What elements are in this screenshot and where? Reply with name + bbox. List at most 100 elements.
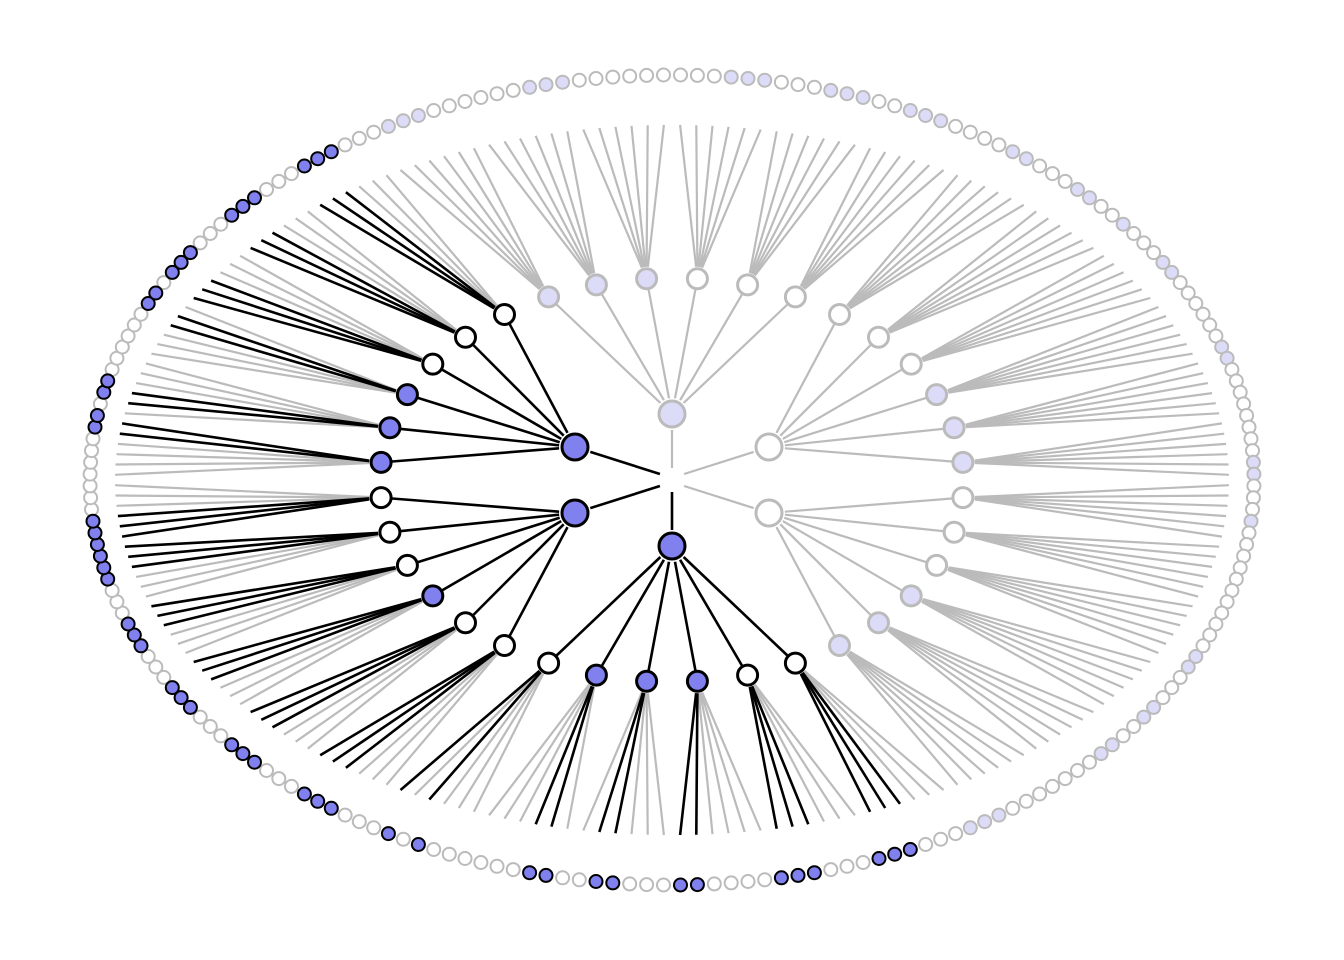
leaf-node [1005,144,1021,160]
leaf-edge [177,568,397,645]
leaf-node [1045,778,1060,794]
leaf-node [489,858,505,874]
level2-node [395,553,419,577]
leaf-node [902,842,918,857]
leaf-node [323,144,339,160]
leaf-edge [849,203,1025,310]
leaf-node [1032,158,1048,174]
leaf-node [689,67,705,83]
leaf-edge [319,203,495,310]
leaf-edge [295,217,457,332]
leaf-node [538,77,554,93]
level2-edge [784,447,952,463]
leaf-edge [319,650,495,757]
leaf-node [1195,306,1211,322]
leaf-node [1146,699,1162,715]
leaf-node [605,875,621,891]
leaf-edge [847,653,973,781]
leaf-node [639,877,655,893]
level2-edge [779,523,872,616]
leaf-node [887,98,903,114]
leaf-node [1202,317,1218,333]
leaf-edge [121,498,370,538]
leaf-edge [701,129,762,269]
leaf-node [538,867,554,883]
leaf-node [85,513,101,529]
level2-edge [673,289,697,399]
leaf-edge [385,653,498,786]
leaf-edge [801,155,901,288]
leaf-node [522,865,538,881]
level2-node [454,325,477,349]
leaf-node [164,264,180,280]
leaf-edge [131,391,379,428]
leaf-edge [921,271,1125,361]
leaf-edge [519,685,592,823]
leaf-edge [698,692,730,834]
level2-node [635,669,659,693]
leaf-node [1093,198,1109,214]
leaf-node [673,67,688,83]
leaf-node [426,103,442,118]
leaf-node [173,690,189,706]
leaf-node [473,855,489,870]
level2-edge [472,523,565,616]
leaf-edge [472,147,545,287]
leaf-edge [201,288,422,362]
leaf-edge [614,692,646,834]
leaf-edge [250,626,455,714]
leaf-node [555,870,571,886]
level2-node [867,611,890,635]
leaf-node [918,837,934,852]
level1-node [560,498,590,528]
level2-edge [682,556,789,657]
leaf-node [489,86,505,102]
leaf-edge [751,135,810,275]
leaf-edge [163,566,397,627]
leaf-node [156,275,172,291]
leaf-node [1202,627,1218,643]
leaf-edge [974,422,1223,462]
leaf-edge [802,159,916,289]
leaf-edge [550,133,595,274]
leaf-edge [974,484,1229,499]
leaf-edge [754,144,856,277]
leaf-node [1136,709,1152,725]
leaf-edge [260,626,456,721]
leaf-edge [121,422,370,462]
leaf-node [1195,638,1211,654]
leaf-edge [701,691,762,831]
leaf-edge [699,692,746,833]
leaf-node [977,814,993,830]
leaf-edge [974,497,1227,518]
level2-edge [555,556,662,657]
leaf-edge [534,685,594,825]
leaf-node [1045,166,1060,182]
leaf-node [757,872,773,888]
leaf-node [839,86,855,102]
level2-edge [784,427,944,447]
leaf-edge [239,254,423,360]
leaf-node [140,296,156,311]
leaf-node [120,328,136,344]
leaf-edge [965,362,1199,426]
dim-nodes-layer [82,67,1262,893]
leaf-node [213,728,229,744]
leaf-edge [428,671,542,801]
level2-node [736,663,760,687]
leaf-node [366,124,382,140]
leaf-edge [472,673,545,813]
leaf-edge [965,532,1216,558]
leaf-edge [385,174,498,307]
leaf-edge [847,179,973,307]
leaf-edge [630,693,647,835]
leaf-edge [135,533,379,578]
leaf-node [773,870,789,886]
leaf-edge [800,672,887,809]
leaf-node [740,71,756,86]
leaf-edge [488,683,590,816]
leaf-edge [800,151,887,288]
leaf-node [202,719,218,734]
leaf-node [173,254,189,270]
leaf-node [89,408,105,423]
